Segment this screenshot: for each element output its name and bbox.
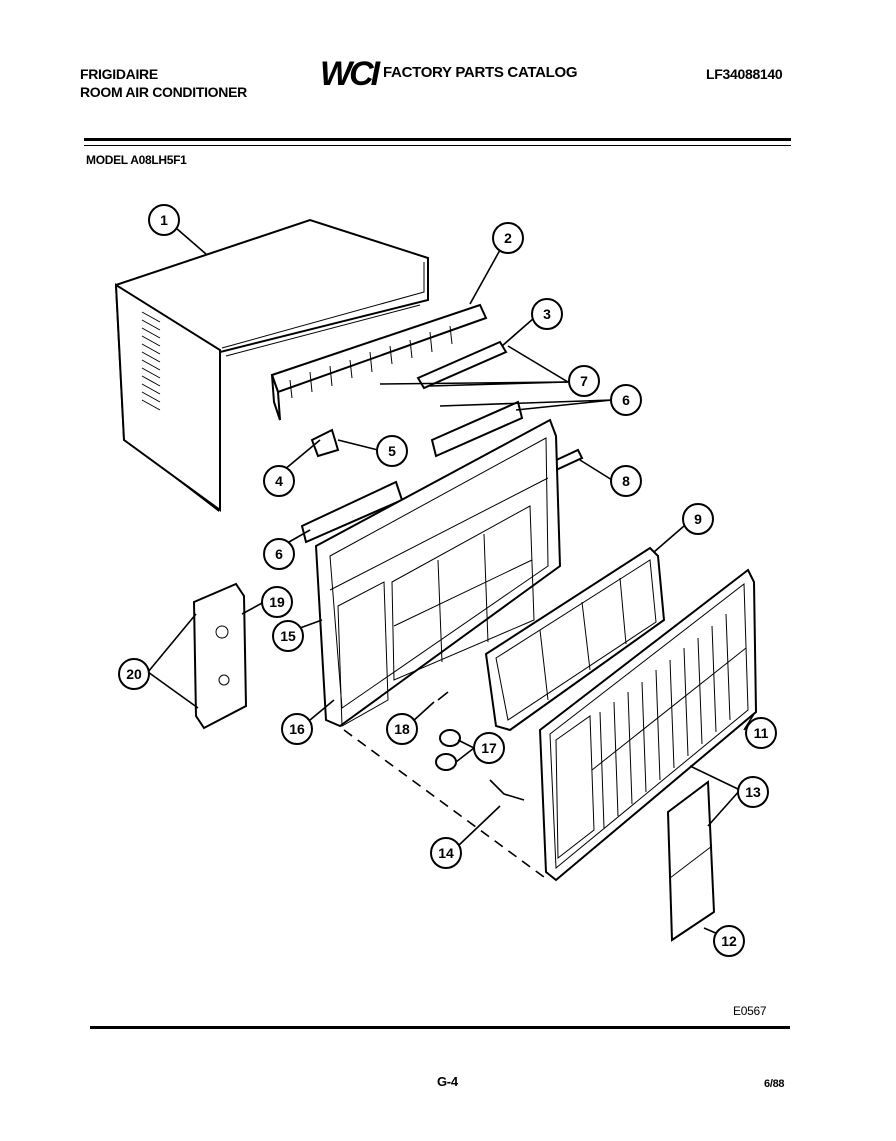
- callout-13: 13: [737, 776, 769, 808]
- callout-18: 18: [386, 713, 418, 745]
- callout-4: 4: [263, 465, 295, 497]
- assembly-dashed-line: [343, 729, 549, 881]
- front-frame-part: [314, 418, 562, 728]
- callout-3: 3: [531, 298, 563, 330]
- svg-text:16: 16: [289, 721, 305, 737]
- callout-20: 20: [118, 658, 150, 690]
- catalog-title: FACTORY PARTS CATALOG: [383, 64, 578, 81]
- callout-9: 9: [682, 503, 714, 535]
- svg-text:8: 8: [622, 473, 630, 489]
- svg-text:18: 18: [394, 721, 410, 737]
- hinge-part: [489, 779, 525, 801]
- cabinet-part: [114, 218, 429, 513]
- diagram-code: E0567: [733, 1004, 767, 1018]
- svg-text:WCI: WCI: [320, 55, 382, 89]
- brand-name: FRIGIDAIRE: [80, 66, 158, 82]
- svg-text:1: 1: [160, 212, 168, 228]
- callout-15: 15: [272, 620, 304, 652]
- svg-text:19: 19: [269, 594, 285, 610]
- air-deflector-upper: [430, 400, 524, 458]
- catalog-number: LF34088140: [706, 66, 783, 82]
- knob-parts: [435, 729, 461, 771]
- svg-text:7: 7: [580, 373, 588, 389]
- callout-14: 14: [430, 837, 462, 869]
- svg-text:17: 17: [481, 740, 497, 756]
- callout-16: 16: [281, 713, 313, 745]
- header-rule: [84, 138, 791, 141]
- svg-text:6: 6: [622, 392, 630, 408]
- bracket-part: [310, 428, 340, 458]
- callout-6-lower: 6: [263, 538, 295, 570]
- svg-text:5: 5: [388, 443, 396, 459]
- callout-2: 2: [492, 222, 524, 254]
- callout-12: 12: [713, 925, 745, 957]
- svg-text:13: 13: [745, 784, 761, 800]
- svg-text:4: 4: [275, 473, 283, 489]
- callout-11: 11: [745, 717, 777, 749]
- header-rule-thin: [84, 145, 791, 146]
- callout-1: 1: [148, 204, 180, 236]
- callout-8: 8: [610, 465, 642, 497]
- svg-text:11: 11: [754, 725, 769, 741]
- louver-part: [416, 340, 508, 390]
- screw-part: [437, 691, 449, 701]
- footer-rule: [90, 1026, 790, 1029]
- callout-7: 7: [568, 365, 600, 397]
- leader-lines: [147, 227, 755, 935]
- svg-text:9: 9: [694, 511, 702, 527]
- page-number: G-4: [437, 1074, 458, 1089]
- callout-17: 17: [473, 732, 505, 764]
- control-panel-part: [192, 582, 248, 730]
- wci-logo: WCI: [320, 55, 382, 89]
- access-door-part: [666, 780, 716, 942]
- svg-text:14: 14: [438, 845, 454, 861]
- callout-5: 5: [376, 435, 408, 467]
- svg-text:12: 12: [721, 933, 737, 949]
- model-label: MODEL A08LH5F1: [86, 153, 187, 167]
- svg-text:2: 2: [504, 230, 512, 246]
- date-code: 6/88: [764, 1078, 785, 1090]
- svg-text:3: 3: [543, 306, 551, 322]
- filter-part: [484, 546, 666, 732]
- svg-text:20: 20: [126, 666, 142, 682]
- front-grille-part: [538, 568, 758, 882]
- product-type: ROOM AIR CONDITIONER: [80, 84, 247, 100]
- callout-19: 19: [261, 586, 293, 618]
- svg-text:6: 6: [275, 546, 283, 562]
- louver-rail-part: [270, 303, 488, 421]
- callout-6-deflector: 6: [610, 384, 642, 416]
- svg-text:15: 15: [280, 628, 296, 644]
